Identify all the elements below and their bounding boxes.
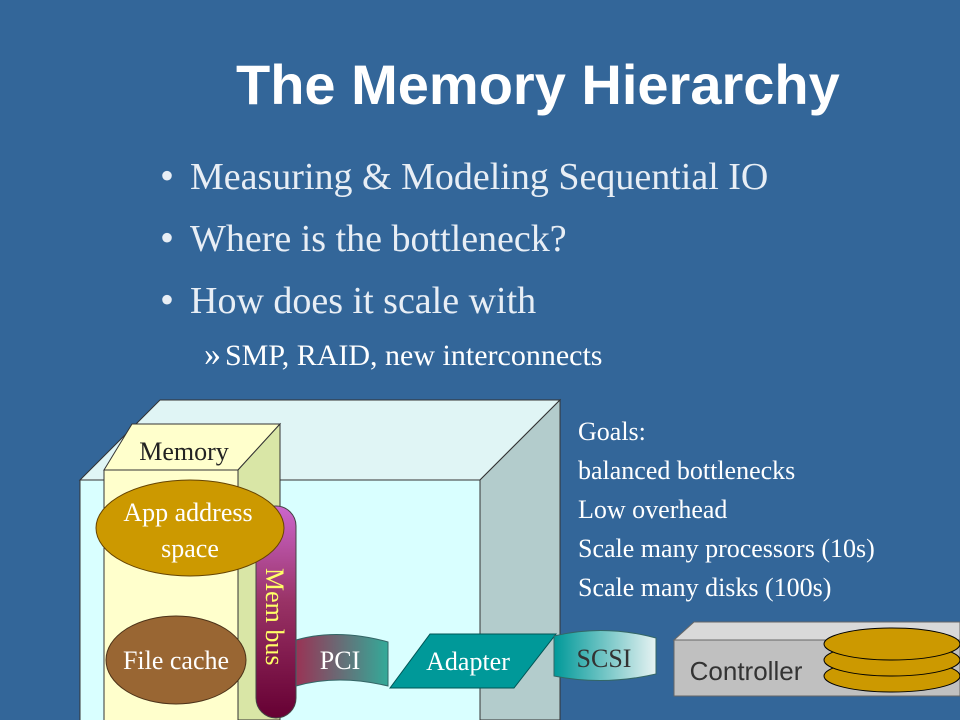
bullet-text: How does it scale with — [190, 280, 537, 322]
scsi-shape — [553, 629, 657, 682]
file-cache: File cache — [105, 615, 247, 705]
pci-shape — [295, 634, 389, 687]
goals-list: Goals: balanced bottlenecks Low overhead… — [578, 412, 875, 607]
bullet-dot-icon: • — [160, 153, 175, 198]
disk-platter — [823, 627, 960, 661]
bullet-item: • Where is the bottleneck? — [160, 214, 567, 261]
controller-label: Controller — [690, 656, 803, 686]
mem-bus-bar — [255, 505, 297, 719]
adapter-label: Adapter — [426, 647, 510, 676]
scsi-bus: SCSI — [553, 629, 657, 682]
sub-bullet-text: SMP, RAID, new interconnects — [225, 339, 603, 372]
goal-item: Scale many processors (10s) — [578, 534, 875, 563]
bullet-text: Measuring & Modeling Sequential IO — [190, 156, 769, 198]
pci-bus: PCI — [295, 634, 389, 687]
bullet-dot-icon: • — [160, 277, 175, 322]
goal-item: balanced bottlenecks — [578, 456, 796, 485]
app-address-label-line2: space — [161, 534, 219, 563]
file-cache-label: File cache — [123, 646, 229, 675]
bullet-item: • How does it scale with — [160, 276, 536, 323]
bullet-text: Where is the bottleneck? — [190, 218, 567, 260]
app-address-label-line1: App address — [123, 498, 252, 527]
pci-label: PCI — [320, 646, 360, 675]
mem-bus: Mem bus — [255, 505, 297, 719]
bullet-item: • Measuring & Modeling Sequential IO — [160, 152, 768, 199]
mem-bus-label: Mem bus — [260, 568, 289, 666]
chevron-bullet-icon: » — [204, 336, 221, 373]
goal-item: Low overhead — [578, 495, 728, 524]
disk-stack — [823, 627, 960, 693]
file-cache-ellipse — [105, 615, 247, 705]
goal-item: Scale many disks (100s) — [578, 573, 832, 602]
bullet-list: • Measuring & Modeling Sequential IO • Whe… — [160, 152, 768, 374]
app-address-space: App address space — [95, 479, 285, 577]
sub-bullet-item: »SMP, RAID, new interconnects — [204, 336, 602, 374]
goals-heading: Goals: — [578, 417, 646, 446]
bullet-dot-icon: • — [160, 215, 175, 260]
adapter: Adapter — [389, 633, 558, 689]
slide-title: The Memory Hierarchy — [236, 53, 840, 116]
scsi-label: SCSI — [577, 644, 632, 673]
memory-label: Memory — [139, 437, 229, 466]
adapter-shape — [389, 633, 558, 689]
app-address-ellipse — [95, 479, 285, 577]
